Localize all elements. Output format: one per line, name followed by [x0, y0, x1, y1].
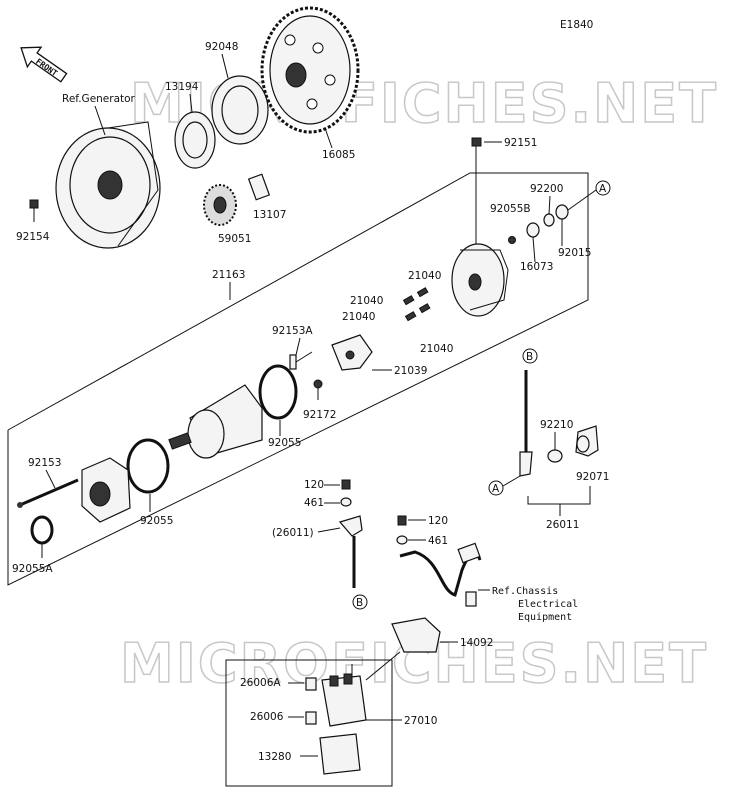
label-92200: 92200	[530, 183, 563, 195]
oring-92055-upper-part	[258, 364, 298, 420]
callout-a-bottom-label: A	[492, 483, 500, 495]
wire-harness-part	[399, 542, 482, 607]
shaft-13107-part	[247, 173, 271, 201]
callout-a-bottom	[488, 480, 504, 496]
washer-16073-part	[526, 222, 540, 238]
label-16085: 16085	[322, 149, 355, 161]
label-461-right: 461	[428, 535, 448, 547]
screw-92153a-part	[289, 351, 313, 370]
bolt-92151-part	[471, 137, 482, 248]
cable-terminal-26011-part	[338, 515, 363, 588]
label-14092: 14092	[460, 637, 493, 649]
bolt-92154-part	[29, 199, 39, 222]
cable-26011-part	[519, 370, 533, 477]
label-120-upper: 120	[304, 479, 324, 491]
label-21040-b: 21040	[350, 295, 383, 307]
starter-motor-part	[168, 384, 263, 459]
cover-14092-part	[391, 617, 441, 653]
boot-13280-part	[319, 733, 361, 775]
label-21039: 21039	[394, 365, 427, 377]
callout-b-top	[522, 348, 538, 364]
bracket-26011	[527, 486, 591, 505]
brushes-21040-part	[402, 287, 431, 322]
label-21040-d: 21040	[420, 343, 453, 355]
fuse-26006a-part	[305, 677, 317, 691]
bolt-120-right-part	[397, 515, 407, 526]
generator-part	[55, 121, 161, 249]
label-92153: 92153	[28, 457, 61, 469]
label-120-right: 120	[428, 515, 448, 527]
assembly-outline	[7, 172, 589, 586]
gear-59051-part	[203, 184, 237, 226]
callout-b-bottom-label: B	[356, 597, 363, 609]
washer-92048-part	[211, 75, 269, 145]
nut-92015-part	[555, 204, 569, 220]
label-26006: 26006	[250, 711, 284, 723]
clutch-13194-part	[174, 111, 216, 169]
label-26006a: 26006A	[240, 677, 281, 689]
oring-92055a-part	[30, 515, 54, 545]
bolt-92153-part	[17, 478, 79, 508]
label-21163: 21163	[212, 269, 245, 281]
label-92071: 92071	[576, 471, 609, 483]
callout-a-top	[595, 180, 611, 196]
label-27010: 27010	[404, 715, 437, 727]
washer-461-right-part	[396, 535, 408, 545]
label-59051: 59051	[218, 233, 251, 245]
label-21040-c: 21040	[342, 311, 375, 323]
label-92055-upper: 92055	[268, 437, 301, 449]
gear-16085-part	[260, 6, 360, 134]
boot-92071-part	[575, 425, 599, 457]
label-92055a: 92055A	[12, 563, 53, 575]
label-92210: 92210	[540, 419, 573, 431]
label-92015: 92015	[558, 247, 591, 259]
oring-92055-lower-part	[126, 438, 170, 494]
label-13107: 13107	[253, 209, 286, 221]
front-arrow-icon: FRONT	[20, 46, 68, 83]
label-92154: 92154	[16, 231, 50, 243]
label-16073: 16073	[520, 261, 553, 273]
label-26011-paren: (26011)	[272, 527, 314, 539]
front-cover-part	[81, 457, 131, 523]
label-92153a: 92153A	[272, 325, 313, 337]
screw-92172-part	[313, 379, 323, 400]
relay-27010-part	[321, 673, 367, 727]
label-26011: 26011	[546, 519, 579, 531]
bolt-120-upper-part	[341, 479, 351, 490]
relay-box-outline	[225, 659, 393, 787]
callout-a-top-label: A	[599, 183, 607, 195]
label-ref-chassis-2: Electrical	[518, 599, 578, 610]
washer-461-upper-part	[340, 497, 352, 507]
label-ref-chassis-3: Equipment	[518, 612, 572, 623]
label-92055-lower: 92055	[140, 515, 173, 527]
brush-holder-21039-part	[331, 334, 373, 371]
label-461-upper: 461	[304, 497, 324, 509]
label-92048: 92048	[205, 41, 238, 53]
label-21040-a: 21040	[408, 270, 441, 282]
label-ref-chassis-1: Ref.Chassis	[492, 586, 558, 597]
callout-b-top-label: B	[526, 351, 533, 363]
label-13194: 13194	[165, 81, 199, 93]
callout-b-bottom	[352, 594, 368, 610]
label-92055b: 92055B	[490, 203, 531, 215]
label-13280: 13280	[258, 751, 291, 763]
label-92172: 92172	[303, 409, 336, 421]
label-92151: 92151	[504, 137, 537, 149]
diagram-code: E1840	[560, 19, 593, 31]
label-ref-generator: Ref.Generator	[62, 93, 136, 105]
washer-92200-part	[543, 213, 555, 227]
nut-92210-part	[547, 449, 563, 463]
end-cover-part	[451, 243, 509, 317]
oring-92055b-part	[508, 236, 516, 244]
fuse-26006-part	[305, 711, 317, 725]
